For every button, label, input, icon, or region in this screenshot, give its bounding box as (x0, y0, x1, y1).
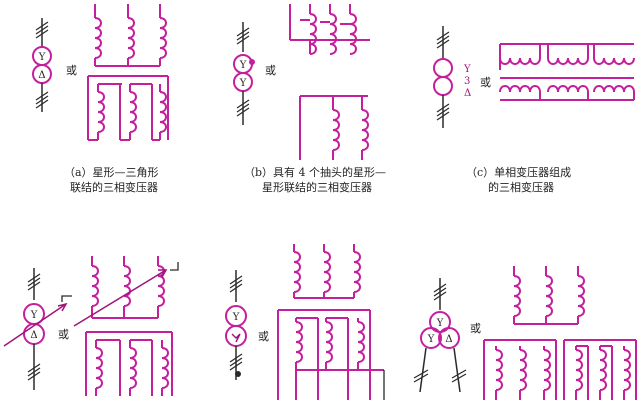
caption-c-line1: （c）单相变压器组成 (466, 166, 572, 179)
primary-circle-icon (433, 58, 453, 78)
secondary-circle-icon (433, 76, 453, 96)
zigzag-icon (231, 333, 241, 343)
panel-c (433, 26, 635, 128)
panel-d-secondary-windings (85, 331, 173, 396)
panel-c-three-symbol: 3 (464, 76, 470, 87)
caption-b-line1: （b）具有 4 个抽头的星形— (244, 166, 387, 179)
panel-b-star-symbol-2: Y (239, 78, 247, 89)
panel-a-or-label: 或 (66, 64, 77, 77)
panel-f-or-label: 或 (470, 322, 481, 335)
panel-e-star-symbol: Y (232, 312, 240, 323)
panel-a (32, 4, 169, 141)
panel-d (3, 256, 179, 396)
caption-b-line2: 星形联结的三相变压器 (262, 181, 372, 194)
adjust-arrow-icon (73, 269, 167, 327)
panel-f-secondary-windings (483, 339, 557, 400)
tap-dot-icon (249, 59, 255, 65)
panel-e (225, 244, 385, 400)
panel-a-symbol (32, 18, 52, 112)
panel-e-primary-windings (293, 244, 361, 299)
panel-b-primary-windings (289, 4, 370, 55)
panel-d-delta-symbol: Δ (30, 330, 37, 341)
panel-d-star-symbol: Y (30, 310, 38, 321)
panel-b-star-symbol-1: Y (239, 60, 247, 71)
panel-d-or-label: 或 (58, 328, 69, 341)
panel-a-star-symbol: Y (38, 52, 46, 63)
panel-a-primary-windings (94, 4, 167, 67)
panel-b-symbol (233, 22, 255, 125)
panel-c-lower-windings (499, 77, 635, 101)
caption-c-line2: 的三相变压器 (488, 181, 554, 194)
panel-d-primary-windings (73, 256, 179, 327)
panel-e-symbol (225, 270, 247, 380)
panel-c-upper-windings (499, 43, 635, 70)
panel-b (233, 4, 370, 160)
panel-a-secondary-windings (87, 75, 169, 141)
panel-f-primary-windings (513, 266, 585, 325)
panel-f-delta-symbol: Δ (445, 334, 452, 345)
neutral-dot-icon (235, 371, 241, 377)
panel-c-star-symbol: Y (463, 64, 471, 75)
panel-e-or-label: 或 (258, 330, 269, 343)
panel-e-secondary-windings (277, 309, 385, 400)
panel-c-delta-symbol: Δ (464, 88, 471, 99)
secondary-circle-icon (225, 325, 247, 347)
caption-a-line1: （a）星形—三角形 (64, 166, 159, 179)
panel-c-symbol (433, 26, 453, 128)
panel-b-secondary-windings (299, 95, 369, 160)
tertiary-circle-icon (438, 327, 460, 349)
panel-f-star-symbol-2: Y (427, 334, 435, 345)
panel-d-symbol (3, 268, 72, 390)
secondary-circle-icon (420, 327, 442, 349)
caption-a-line2: 联结的三相变压器 (70, 181, 158, 194)
panel-a-delta-symbol: Δ (38, 70, 45, 81)
panel-c-or-label: 或 (480, 76, 491, 89)
panel-f-tertiary-windings (563, 339, 637, 400)
adjust-arrow-icon (3, 303, 67, 347)
panel-b-or-label: 或 (265, 64, 276, 77)
panel-f-symbol (413, 278, 467, 393)
panel-f (413, 266, 637, 400)
panel-f-star-symbol-1: Y (436, 318, 444, 329)
